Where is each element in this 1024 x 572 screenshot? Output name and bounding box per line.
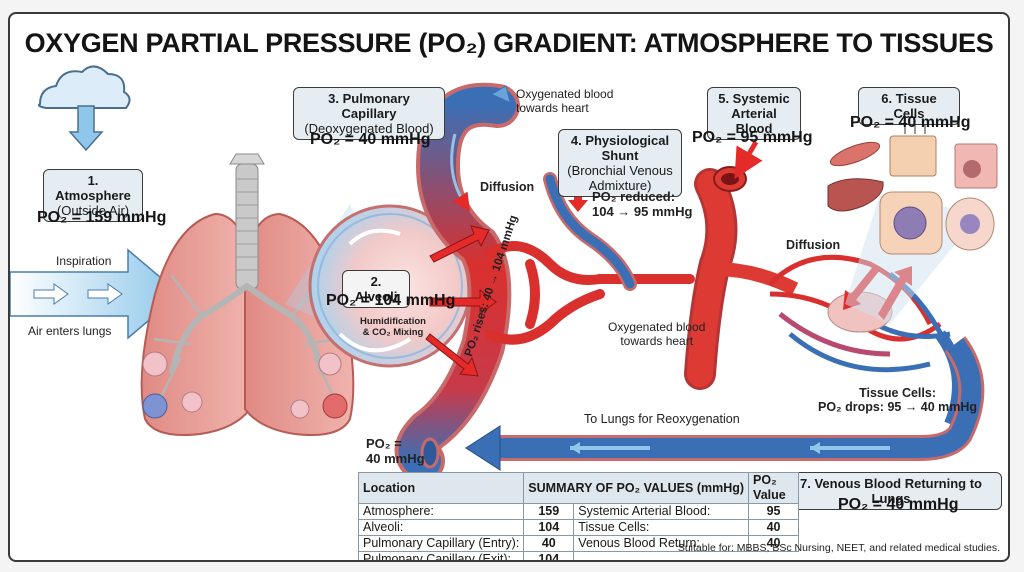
venous-pipe-end [420,437,440,469]
shunt-down-arrow [568,184,588,212]
stage-pulmonary-capillary-label: 3. Pulmonary Capillary (Deoxygenated Blo… [293,87,445,140]
summary-table: Location SUMMARY OF PO₂ VALUES (mmHg) PO… [357,472,800,560]
stage-venous-return-label: 7. Venous Blood Returning to Lungs [780,472,1002,510]
stage-atmosphere-title: 1. Atmosphere [55,173,131,203]
to-lungs-label: To Lungs for Reoxygenation [584,412,740,426]
epithelium-icon [954,143,998,189]
cloud-icon [37,65,131,152]
inspiration-label: Inspiration [56,254,112,268]
stage-pulmonary-capillary-subtitle: (Deoxygenated Blood) [304,121,434,136]
stage-pulmonary-capillary-po2: PO₂ = 40 mmHg [310,131,431,148]
diffusion-arrows [425,225,497,377]
liver-icon [827,178,884,212]
stage-physiological-shunt-label: 4. Physiological Shunt (Bronchial Venous… [558,129,682,197]
stage-systemic-arterial-title: 5. Systemic Arterial Blood [718,91,790,136]
stage-atmosphere-po2: PO₂ = 159 mmHg [37,209,167,226]
header-po2-value: PO₂ Value [748,472,800,504]
stage-alveoli-label: 2. Alveoli [342,270,410,308]
footer-note: Suitable for: MBBS, BSc Nursing, NEET, a… [677,542,1000,554]
stage-alveoli-title: 2. Alveoli [354,274,398,304]
stage-alveoli-po2: PO₂ = 104 mmHg [326,292,456,309]
oxygenated-blood-top-note: Oxygenated blood towards heart [516,87,614,115]
tissue-drop-note: Tissue Cells: PO₂ drops: 95 → 40 mmHg [818,386,978,414]
table-row: Atmosphere: 159 Systemic Arterial Blood:… [357,503,800,520]
stage-shunt-subtitle: (Bronchial Venous Admixture) [567,163,673,193]
air-enters-label: Air enters lungs [28,324,112,338]
muscle-icon [829,141,881,167]
cell-icon-small [945,197,995,251]
table-row: Pulmonary Capillary (Entry): 40 Venous B… [357,535,800,552]
stage-pulmonary-capillary-title: 3. Pulmonary Capillary [328,91,410,121]
header-location: Location [357,472,525,504]
stage-venous-return-po2: PO₂ = 40 mmHg [838,496,959,513]
venous-return-vessel [465,336,985,471]
stage-tissue-cells-po2: PO₂ = 40 mmHg [850,114,971,131]
table-row: Pulmonary Capillary (Exit): 104 [357,551,799,560]
stage-atmosphere-label: 1. Atmosphere (Outside Air) [43,169,143,222]
bronchial-vein [543,172,637,291]
stage-atmosphere-subtitle: (Outside Air) [56,203,130,218]
systemic-artery [684,140,799,390]
inspiration-arrow [10,248,182,340]
diffusion-lung-label: Diffusion [480,180,535,194]
stage-systemic-arterial-po2: PO₂ = 95 mmHg [692,129,813,146]
stage-systemic-arterial-label: 5. Systemic Arterial Blood [707,87,801,140]
header-summary: SUMMARY OF PO₂ VALUES (mmHg) [523,472,750,504]
shunt-po2-note: PO₂ reduced: 104 → 95 mmHg [592,189,693,219]
venous-entry-po2: PO₂ = 40 mmHg [366,436,425,466]
stage-shunt-title: 4. Physiological Shunt [570,133,670,163]
table-row: Alveoli: 104 Tissue Cells: 40 [357,519,800,536]
tissue-icons [827,118,998,255]
summary-table-header: Location SUMMARY OF PO₂ VALUES (mmHg) PO… [357,472,800,504]
alveoli-mixing-note: Humidification & CO₂ Mixing [360,316,426,338]
oxygenated-blood-mid-note: Oxygenated blood towards heart [608,320,706,348]
cell-icon [879,191,943,255]
stage-tissue-cells-label: 6. Tissue Cells [858,87,960,125]
page-title: OXYGEN PARTIAL PRESSURE (PO₂) GRADIENT: … [24,28,994,58]
stage-tissue-cells-title: 6. Tissue Cells [881,91,937,121]
lung-capillary-network [485,241,695,345]
diagram-frame: OXYGEN PARTIAL PRESSURE (PO₂) GRADIENT: … [8,12,1010,562]
pulmonary-capillary-vessel [394,82,520,483]
stage-venous-return-title: 7. Venous Blood Returning to Lungs [800,476,982,506]
diffusion-tissue-label: Diffusion [786,238,841,252]
